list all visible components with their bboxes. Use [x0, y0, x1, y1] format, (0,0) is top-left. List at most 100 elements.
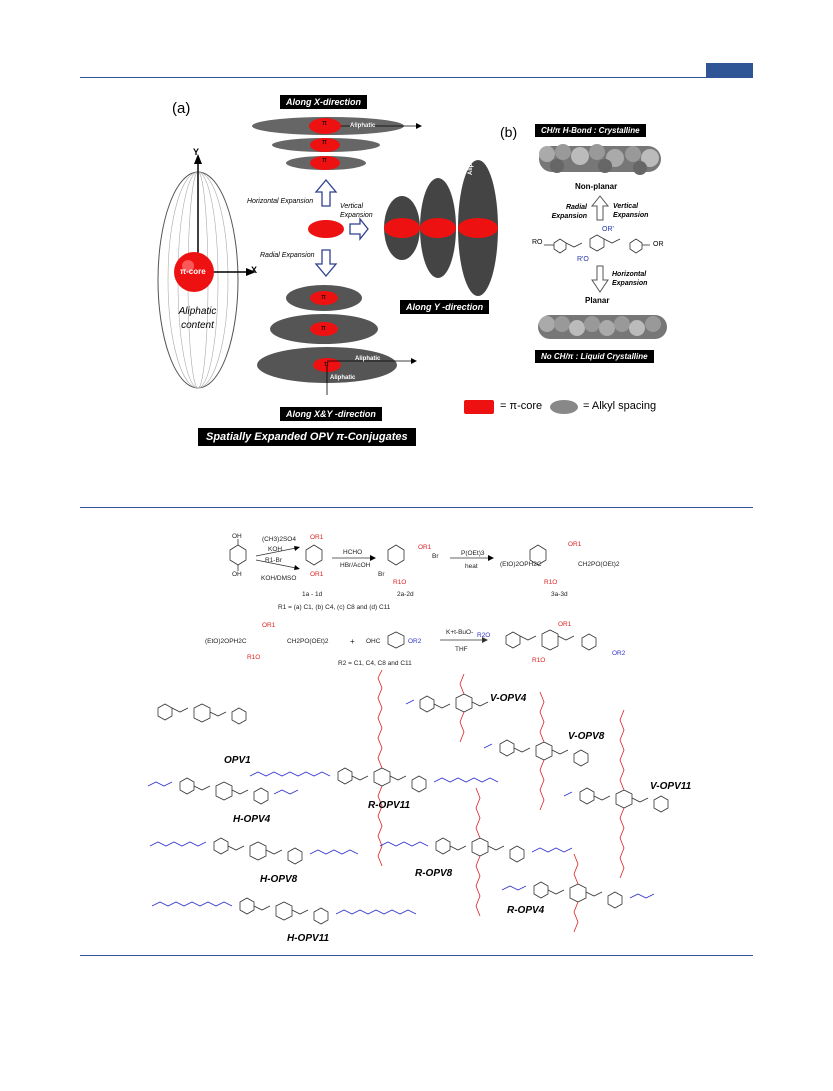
y-direction-stack — [384, 160, 498, 296]
b-vertical-expansion: Vertical Expansion — [613, 203, 649, 219]
reagent-1b: KOH — [268, 546, 283, 553]
banner-along-x: Along X-direction — [280, 95, 367, 109]
reagent-5a: K+t-BuO- — [446, 629, 474, 636]
phosphonate-left-row2: (EtO)2OPH2C — [205, 638, 247, 645]
b-ro-label: RO — [532, 239, 543, 246]
nonplanar-spacefill — [539, 144, 661, 175]
reagent-3b: HBr/AcOH — [340, 562, 371, 569]
legend-core-swatch — [464, 400, 494, 414]
banner-title: Spatially Expanded OPV π-Conjugates — [198, 428, 416, 446]
pi-xy-1: π — [321, 294, 326, 301]
banner-liquid-crystalline: No CH/π : Liquid Crystalline — [535, 350, 654, 363]
label-v-opv11: V-OPV11 — [650, 781, 692, 792]
phosphonate-right-row2: CH2PO(OEt)2 — [287, 638, 329, 645]
label-2a-2d: 2a-2d — [397, 591, 414, 598]
or1-2: OR1 — [418, 544, 432, 551]
r2o-product: R2O — [477, 632, 491, 639]
pi-x-3: π — [322, 157, 327, 164]
h-opv11-structure — [151, 897, 417, 925]
label-h-opv8: H-OPV8 — [260, 874, 298, 885]
product-structure — [505, 629, 597, 651]
reagent-1a: (CH3)2SO4 — [262, 536, 296, 543]
label-r-opv4: R-OPV4 — [507, 905, 545, 916]
scheme-row1-structures — [229, 539, 547, 571]
banner-along-y: Along Y -direction — [400, 300, 490, 314]
radial-expansion-label: Radial Expansion — [260, 252, 315, 259]
xy-direction-stack — [257, 285, 417, 395]
h-opv8-structure — [149, 837, 359, 865]
panel-b-label: (b) — [500, 124, 518, 140]
x-axis-label: X — [251, 265, 258, 275]
r2-definition: R2 = C1, C4, C8 and C11 — [338, 660, 412, 667]
aldehyde: OHC — [366, 638, 381, 645]
aliphatic-content-label: Aliphatic content — [178, 306, 217, 331]
plus-sign: + — [350, 637, 355, 646]
horizontal-expansion-label: Horizontal Expansion — [247, 198, 314, 205]
planar-label: Planar — [585, 296, 610, 305]
legend-alkyl-label: = Alkyl spacing — [583, 400, 657, 412]
b-expansion-arrows — [590, 195, 610, 293]
legend-core-label: = π-core — [500, 400, 543, 412]
aliphatic-x-label: Aliphatic — [350, 123, 376, 129]
or2-aldehyde: OR2 — [408, 638, 422, 645]
b-or-prime-label: OR' — [602, 226, 614, 233]
label-r-opv8: R-OPV8 — [415, 868, 453, 879]
core-label: π-core — [180, 267, 206, 276]
panel-a-label: (a) — [172, 100, 191, 117]
or1-3: OR1 — [568, 541, 582, 548]
aliphatic-ellipse-diagram — [157, 154, 256, 389]
b-r-prime-o-label: R'O — [577, 256, 589, 263]
label-opv1: OPV1 — [224, 755, 251, 766]
y-axis-label: Y — [193, 147, 200, 157]
pi-x-1: π — [322, 120, 327, 127]
page-tab — [706, 63, 753, 77]
aliphatic-xy-label-2: Aliphatic — [330, 375, 356, 381]
banner-crystalline: CH/π H-Bond : Crystalline — [535, 124, 646, 137]
r-opv11-structure — [249, 669, 499, 867]
legend-alkyl-swatch — [550, 400, 578, 414]
br-1: Br — [432, 553, 439, 560]
arrow-row2 — [440, 637, 488, 643]
phosphonate-right-3: CH2PO(OEt)2 — [578, 561, 620, 568]
molecule-gallery — [147, 669, 669, 933]
opv1-structure — [157, 703, 247, 725]
or2-product: OR2 — [612, 650, 626, 657]
banner-along-xy: Along X&Y -direction — [280, 407, 382, 421]
label-h-opv11: H-OPV11 — [287, 933, 330, 944]
r-opv8-structure — [379, 787, 573, 917]
label-3a-3d: 3a-3d — [551, 591, 568, 598]
reagent-3a: HCHO — [343, 549, 363, 556]
pi-xy-2: π — [321, 325, 326, 332]
phosphonate-left-3: (EtO)2OPH2C — [500, 561, 542, 568]
v-opv4-structure — [405, 673, 489, 743]
or1-top: OR1 — [310, 534, 324, 541]
aliphatic-y-label: Aliphatic — [468, 149, 474, 175]
r-opv4-structure — [501, 853, 655, 933]
label-h-opv4: H-OPV4 — [233, 814, 271, 825]
or1-product: OR1 — [558, 621, 572, 628]
planar-spacefill — [538, 315, 667, 339]
b-molecule-structure — [544, 234, 650, 254]
aldehyde-ring — [387, 631, 405, 649]
v-opv8-structure — [483, 691, 589, 811]
h-opv4-structure — [147, 777, 299, 805]
reagent-2b: KOH/DMSO — [261, 575, 297, 582]
oh-top: OH — [232, 533, 242, 540]
r1o-3: R1O — [544, 579, 558, 586]
r1o-product: R1O — [532, 657, 546, 664]
b-radial-expansion: Radial Expansion — [551, 204, 587, 220]
b-or-label: OR — [653, 241, 664, 248]
or1-bottom: OR1 — [310, 571, 324, 578]
top-rule — [80, 77, 753, 78]
reagent-5b: THF — [455, 646, 468, 653]
middle-rule — [80, 507, 753, 508]
bottom-rule — [80, 955, 753, 956]
r1-definition: R1 = (a) C1, (b) C4, (c) C8 and (d) C11 — [278, 604, 391, 611]
or1-row2: OR1 — [262, 622, 276, 629]
x-direction-stack — [252, 117, 422, 170]
reagent-4a: P(OEt)3 — [461, 550, 485, 557]
r1o-row2: R1O — [247, 654, 261, 661]
br-2: Br — [378, 571, 385, 578]
r1o-2: R1O — [393, 579, 407, 586]
label-1a-1d: 1a - 1d — [302, 591, 323, 598]
